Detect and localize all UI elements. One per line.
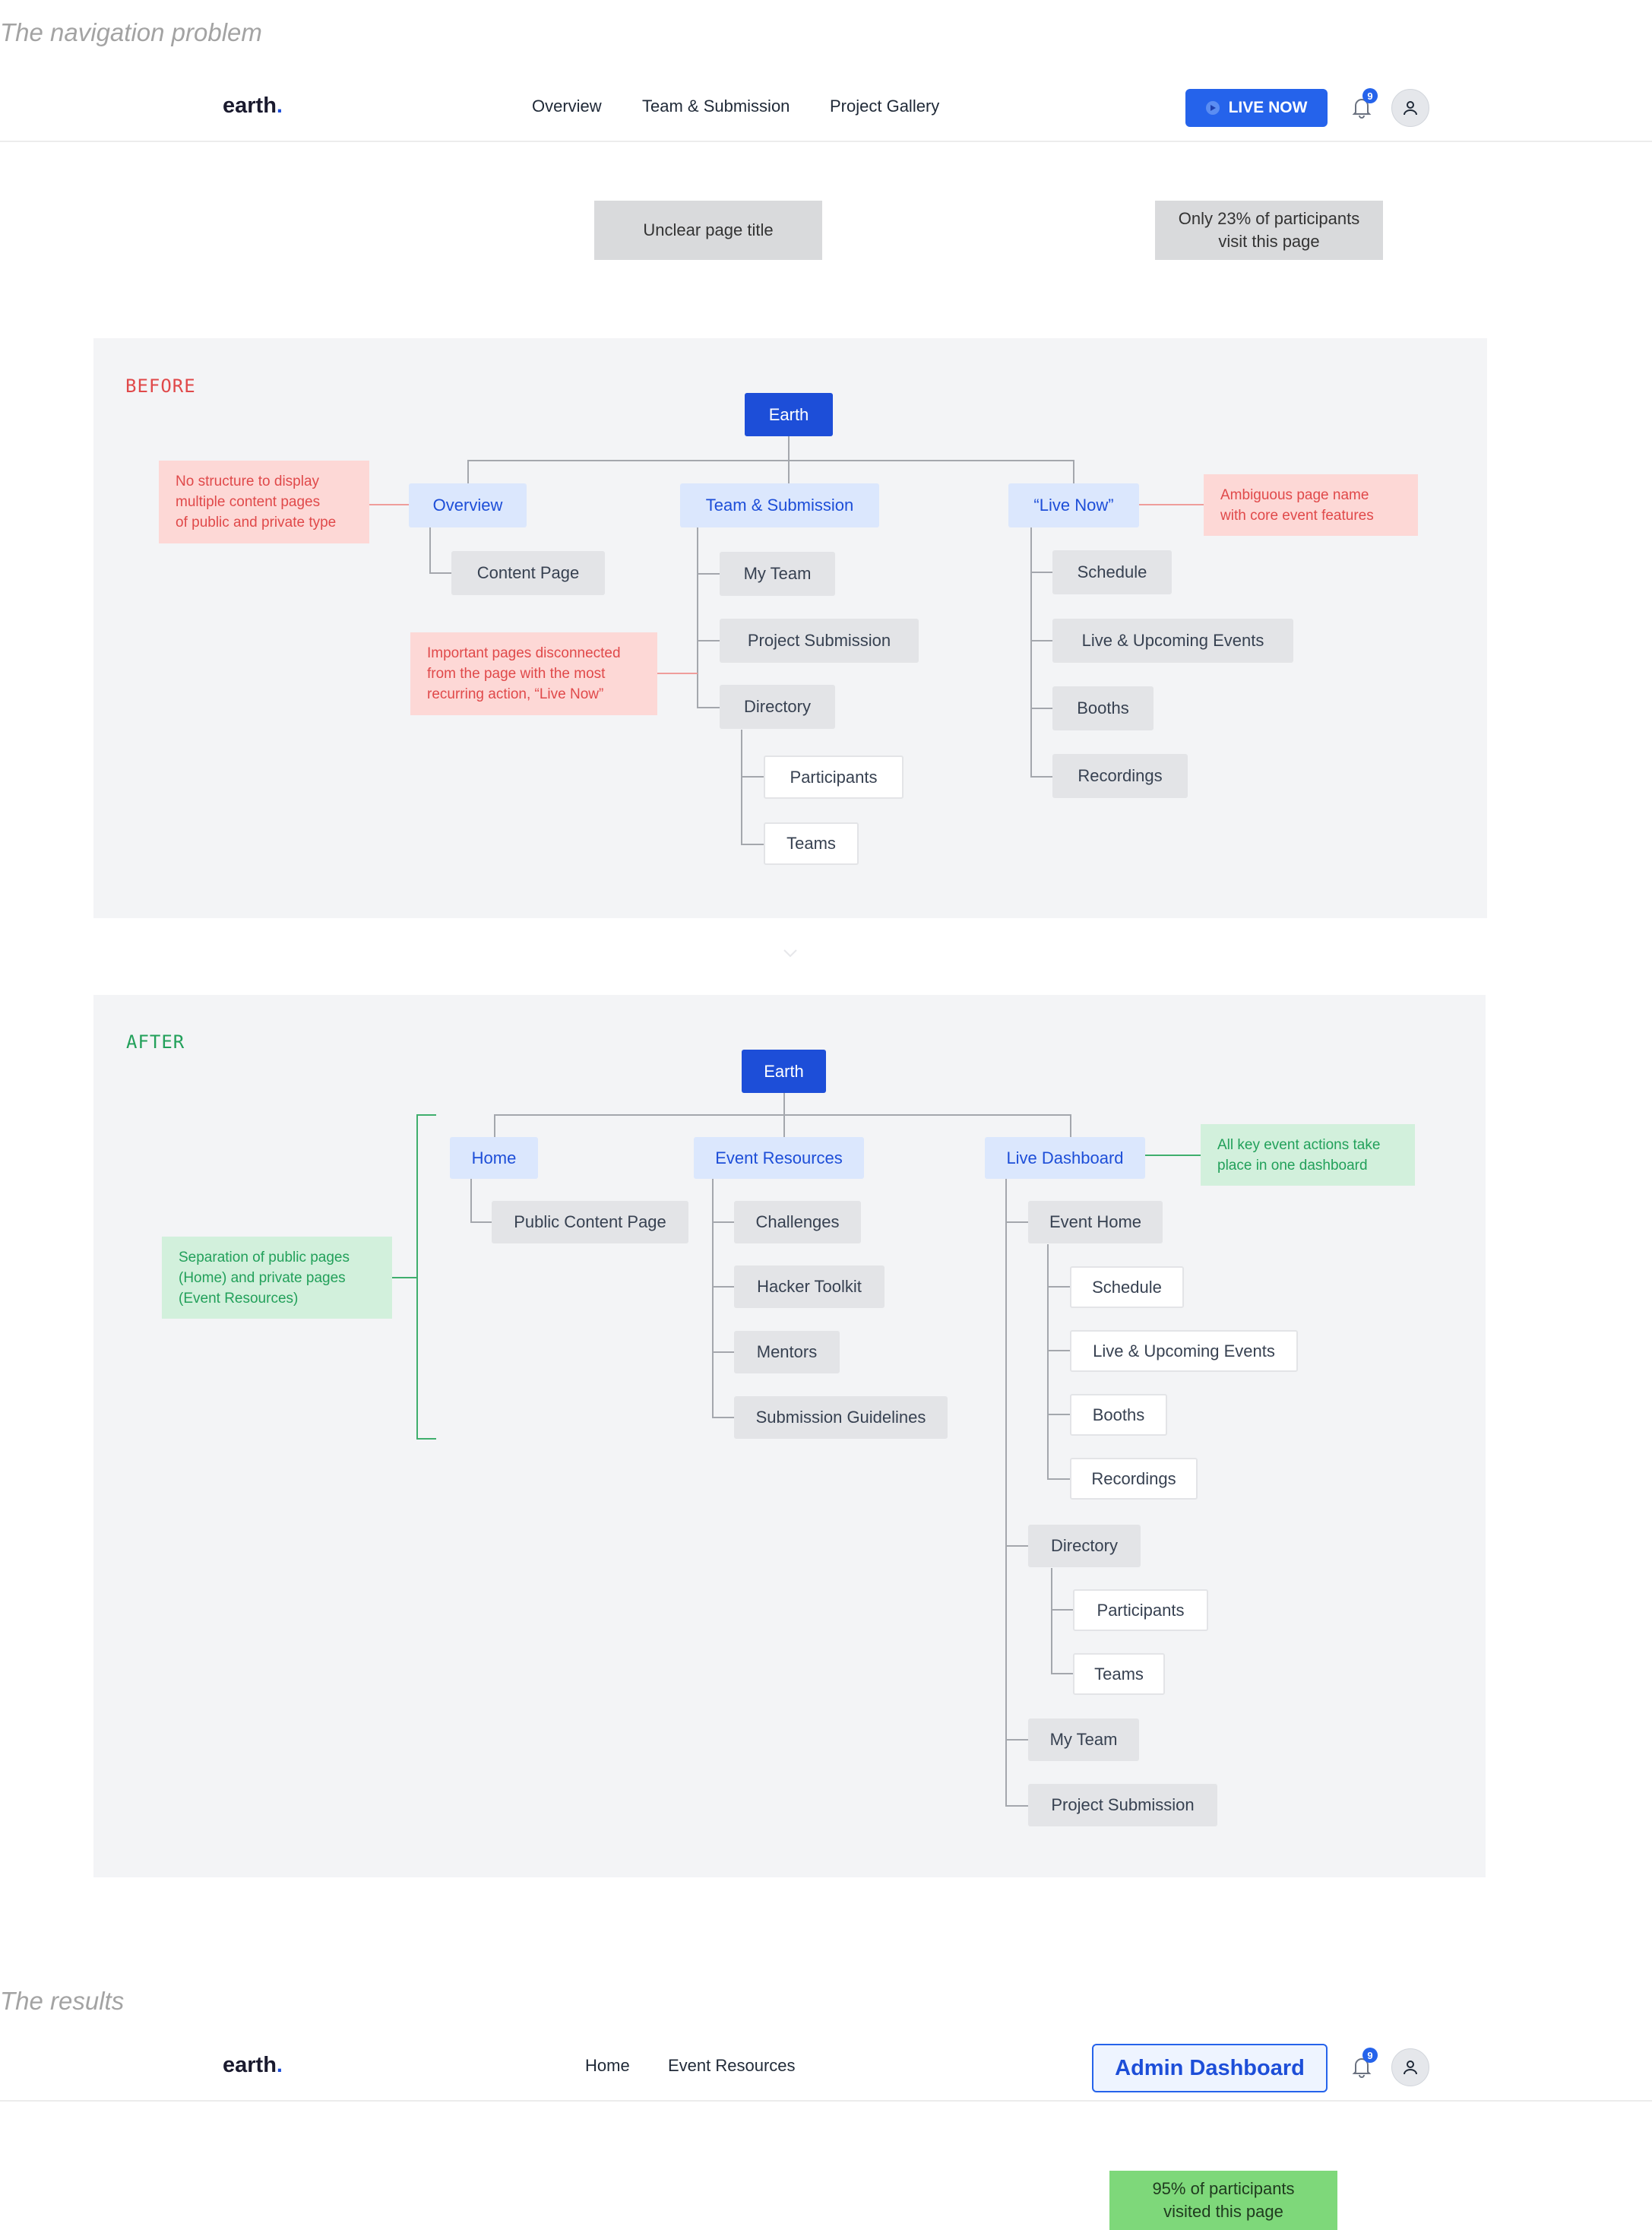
before-node-teams: Teams	[764, 822, 859, 865]
note-ambiguous-name: Ambiguous page name with core event feat…	[1204, 474, 1418, 536]
note-separation-pages: Separation of public pages (Home) and pr…	[162, 1237, 392, 1319]
live-now-button[interactable]: LIVE NOW	[1185, 89, 1328, 127]
after-node-submission-guidelines: Submission Guidelines	[734, 1396, 948, 1439]
before-node-booths: Booths	[1052, 686, 1154, 730]
after-node-hacker-toolkit: Hacker Toolkit	[734, 1265, 885, 1308]
navbar-before: earth. Overview Team & Submission Projec…	[0, 72, 1652, 142]
play-icon	[1205, 101, 1220, 115]
note-one-dashboard-line2: place in one dashboard	[1217, 1158, 1368, 1174]
before-node-team-submission: Team & Submission	[680, 483, 879, 527]
avatar[interactable]	[1391, 2048, 1429, 2086]
before-tag: BEFORE	[125, 375, 196, 397]
after-node-mentors: Mentors	[734, 1331, 840, 1373]
nav-link-project-gallery[interactable]: Project Gallery	[830, 97, 940, 116]
result-visit-rate-line2: visited this page	[1163, 2202, 1283, 2221]
notification-badge: 9	[1362, 2048, 1378, 2063]
nav-link-overview[interactable]: Overview	[532, 97, 602, 116]
before-node-overview: Overview	[409, 483, 527, 527]
before-node-content-page: Content Page	[451, 551, 605, 595]
note-ambiguous-line1: Ambiguous page name	[1220, 487, 1369, 503]
after-node-challenges: Challenges	[734, 1201, 861, 1243]
after-node-my-team: My Team	[1028, 1718, 1139, 1761]
note-no-structure-line3: of public and private type	[176, 515, 337, 531]
note-disconnected-line3: recurring action, “Live Now”	[427, 686, 604, 702]
visit-rate-line1: Only 23% of participants	[1178, 209, 1360, 229]
note-ambiguous-line2: with core event features	[1220, 508, 1374, 524]
earth-logo[interactable]: earth.	[223, 2053, 283, 2078]
chevron-down-icon	[783, 949, 797, 958]
section-title-results: The results	[0, 1987, 125, 2015]
visit-rate-line2: visit this page	[1218, 232, 1320, 251]
navbar-after: earth. Home Event Resources Admin Dashbo…	[0, 2033, 1652, 2102]
logo-dot: .	[276, 2053, 283, 2077]
result-visit-rate-line1: 95% of participants	[1152, 2179, 1295, 2199]
note-no-structure-line2: multiple content pages	[176, 494, 321, 510]
nav-link-home[interactable]: Home	[585, 2056, 630, 2075]
nav-link-team-submission[interactable]: Team & Submission	[642, 97, 790, 116]
after-node-event-resources: Event Resources	[694, 1137, 864, 1179]
note-separation-line3: (Event Resources)	[179, 1291, 299, 1307]
logo-text: earth	[223, 93, 277, 118]
avatar[interactable]	[1391, 89, 1429, 127]
note-no-structure-line1: No structure to display	[176, 474, 320, 489]
before-node-recordings: Recordings	[1052, 754, 1188, 798]
note-disconnected-line2: from the page with the most	[427, 666, 606, 682]
before-node-schedule: Schedule	[1052, 550, 1172, 594]
after-node-event-home: Event Home	[1028, 1201, 1163, 1243]
note-disconnected-line1: Important pages disconnected	[427, 645, 621, 661]
after-node-recordings: Recordings	[1070, 1458, 1198, 1500]
user-icon	[1404, 101, 1417, 116]
before-node-live-now: “Live Now”	[1008, 483, 1139, 527]
after-node-schedule: Schedule	[1070, 1266, 1184, 1308]
section-title-navigation-problem: The navigation problem	[0, 18, 262, 46]
logo-text: earth	[223, 2053, 277, 2077]
before-node-live-upcoming-events: Live & Upcoming Events	[1052, 619, 1293, 663]
after-node-home: Home	[450, 1137, 538, 1179]
after-node-live-upcoming-events: Live & Upcoming Events	[1070, 1330, 1298, 1372]
note-separation-line2: (Home) and private pages	[179, 1270, 346, 1286]
after-tag: AFTER	[126, 1031, 185, 1053]
before-root-node: Earth	[745, 393, 833, 436]
after-node-public-content-page: Public Content Page	[492, 1201, 688, 1243]
after-node-directory: Directory	[1028, 1525, 1141, 1567]
note-separation-line1: Separation of public pages	[179, 1250, 350, 1265]
nav-link-event-resources[interactable]: Event Resources	[668, 2056, 796, 2075]
admin-dashboard-button[interactable]: Admin Dashboard	[1092, 2044, 1328, 2092]
visit-rate-callout: Only 23% of participants visit this page	[1155, 201, 1383, 260]
after-node-teams: Teams	[1073, 1653, 1165, 1695]
logo-dot: .	[276, 93, 283, 118]
before-node-project-submission: Project Submission	[720, 619, 919, 663]
unclear-title-callout: Unclear page title	[594, 201, 822, 260]
after-node-project-submission: Project Submission	[1028, 1784, 1217, 1826]
result-visit-rate-callout: 95% of participants visited this page	[1109, 2171, 1337, 2230]
notification-badge: 9	[1362, 88, 1378, 103]
note-disconnected-pages: Important pages disconnected from the pa…	[410, 632, 657, 715]
after-node-live-dashboard: Live Dashboard	[985, 1137, 1145, 1179]
note-one-dashboard-line1: All key event actions take	[1217, 1137, 1381, 1153]
after-node-participants: Participants	[1073, 1589, 1208, 1631]
earth-logo[interactable]: earth.	[223, 93, 283, 119]
before-node-my-team: My Team	[720, 552, 835, 596]
user-icon	[1404, 2061, 1417, 2075]
before-node-participants: Participants	[764, 755, 904, 799]
note-one-dashboard: All key event actions take place in one …	[1201, 1124, 1415, 1186]
after-root-node: Earth	[742, 1050, 826, 1093]
live-now-label: LIVE NOW	[1228, 99, 1308, 116]
after-node-booths: Booths	[1070, 1394, 1167, 1436]
note-no-structure: No structure to display multiple content…	[159, 461, 369, 543]
before-node-directory: Directory	[720, 685, 835, 729]
